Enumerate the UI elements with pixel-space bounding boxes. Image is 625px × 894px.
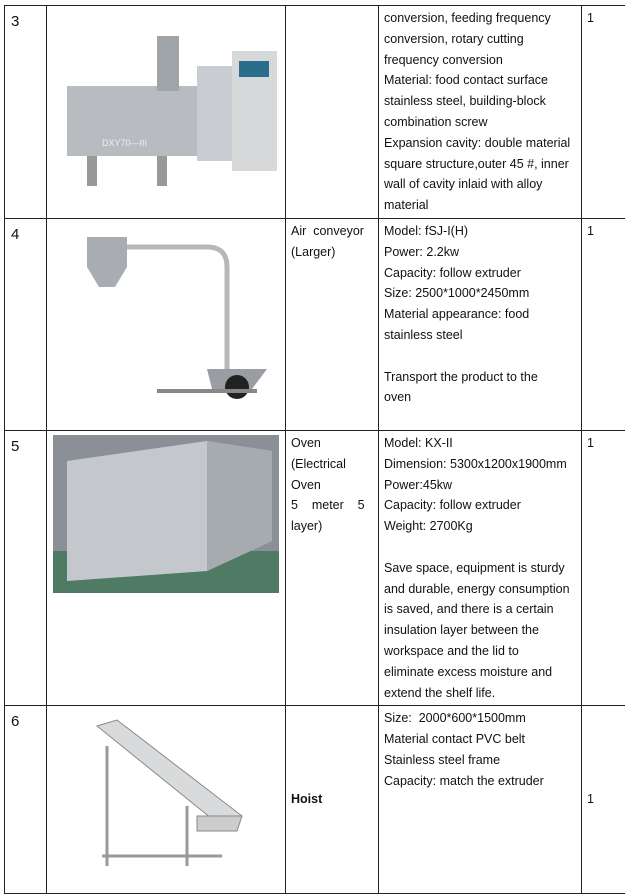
spec-line: Stainless steel frame xyxy=(384,750,576,771)
spec-line: is saved, and there is a certain xyxy=(384,599,576,620)
spec-line: eliminate excess moisture and xyxy=(384,662,576,683)
spec-line: wall of cavity inlaid with alloy xyxy=(384,174,576,195)
spec-line: conversion, feeding frequency xyxy=(384,8,576,29)
spec-line: Material: food contact surface xyxy=(384,70,576,91)
spec-line: Material appearance: food xyxy=(384,304,576,325)
spec-line: Power:45kw xyxy=(384,475,576,496)
spec-line: Expansion cavity: double material xyxy=(384,133,576,154)
name-line: Air conveyor xyxy=(291,221,373,242)
spec-line: oven xyxy=(384,387,576,408)
spec-line: Capacity: follow extruder xyxy=(384,495,576,516)
spec-line: workspace and the lid to xyxy=(384,641,576,662)
spec-line: Model: fSJ-I(H) xyxy=(384,221,576,242)
quantity: 1 xyxy=(582,6,625,219)
spec-line: Size: 2500*1000*2450mm xyxy=(384,283,576,304)
name-line: Hoist xyxy=(291,789,373,810)
hoist-image xyxy=(47,706,286,894)
extruder-image: DXY70—III xyxy=(47,6,286,219)
equipment-name xyxy=(286,6,379,219)
spec-line: Power: 2.2kw xyxy=(384,242,576,263)
spec-line: stainless steel xyxy=(384,325,576,346)
quantity: 1 xyxy=(582,430,625,705)
spec-line: square structure,outer 45 #, inner xyxy=(384,154,576,175)
spec-line: Capacity: follow extruder xyxy=(384,263,576,284)
name-line: layer) xyxy=(291,516,373,537)
name-line: (Larger) xyxy=(291,242,373,263)
spec-line: Dimension: 5300x1200x1900mm xyxy=(384,454,576,475)
spec-line: frequency conversion xyxy=(384,50,576,71)
spec-line: combination screw xyxy=(384,112,576,133)
spec-line: and durable, energy consumption xyxy=(384,579,576,600)
spec-line xyxy=(384,537,576,558)
spec-line: insulation layer between the xyxy=(384,620,576,641)
row-number: 6 xyxy=(5,706,47,894)
quantity: 1 xyxy=(582,706,625,894)
oven-image xyxy=(47,430,286,705)
spec-line xyxy=(384,346,576,367)
name-line: Oven xyxy=(291,475,373,496)
spec-line: Model: KX-II xyxy=(384,433,576,454)
row-number: 4 xyxy=(5,218,47,430)
table-row: 4 Air conveyor(Larger) Model: fSJ-I(H)Po… xyxy=(5,218,625,430)
spec-line: Capacity: match the extruder xyxy=(384,771,576,792)
name-line: (Electrical xyxy=(291,454,373,475)
machine-label: DXY70—III xyxy=(102,138,147,148)
spec-line: Size: 2000*600*1500mm xyxy=(384,708,576,729)
spec-line: Material contact PVC belt xyxy=(384,729,576,750)
equipment-name: Air conveyor(Larger) xyxy=(286,218,379,430)
row-number: 5 xyxy=(5,430,47,705)
spec-line: Transport the product to the xyxy=(384,367,576,388)
air-conveyor-image xyxy=(47,218,286,430)
name-line: 5 meter 5 xyxy=(291,495,373,516)
spec-line: conversion, rotary cutting xyxy=(384,29,576,50)
table-row: 3 DXY70—III conversion, feeding frequenc… xyxy=(5,6,625,219)
spec-line: extend the shelf life. xyxy=(384,683,576,704)
spec-line: material xyxy=(384,195,576,216)
spec-line: Save space, equipment is sturdy xyxy=(384,558,576,579)
row-number: 3 xyxy=(5,6,47,219)
spec-line: stainless steel, building-block xyxy=(384,91,576,112)
quantity: 1 xyxy=(582,218,625,430)
name-line: Oven xyxy=(291,433,373,454)
spec-line: Weight: 2700Kg xyxy=(384,516,576,537)
equipment-name: Hoist xyxy=(286,706,379,894)
equipment-table: 3 DXY70—III conversion, feeding frequenc… xyxy=(4,5,625,894)
